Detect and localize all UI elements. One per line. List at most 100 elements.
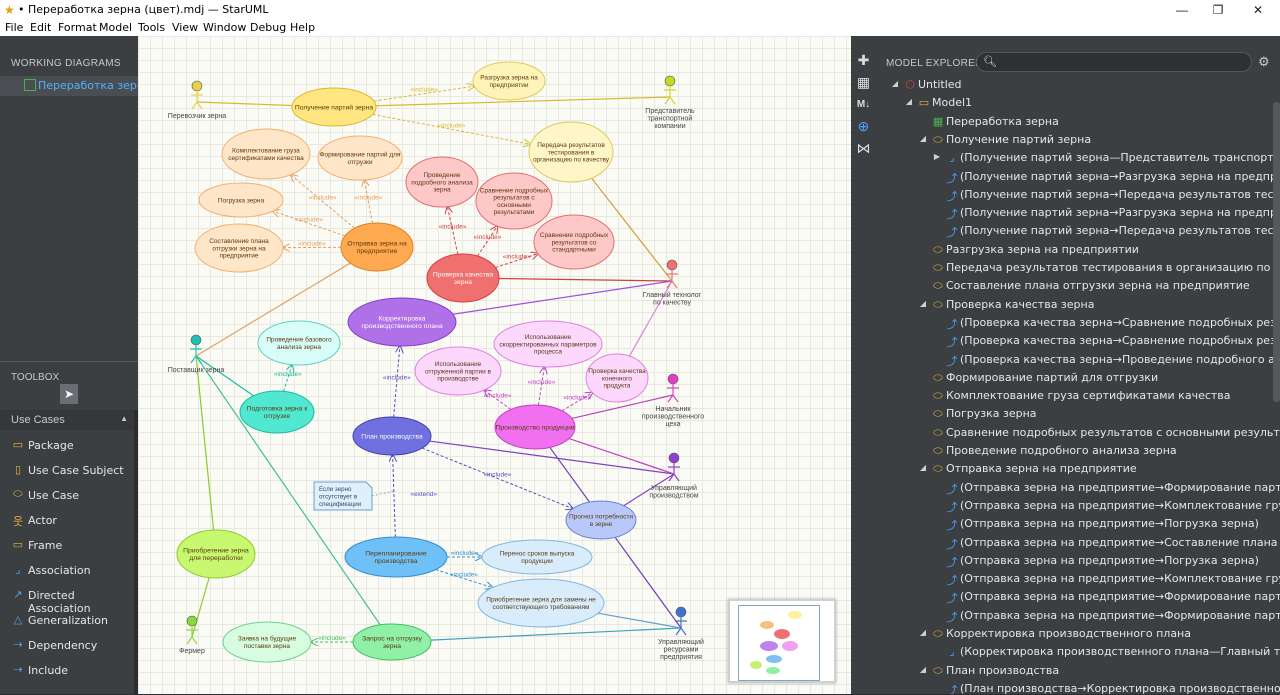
tree-toggle-icon[interactable]: ▶ bbox=[932, 152, 942, 161]
menu-help[interactable]: Help bbox=[290, 21, 315, 34]
menu-tools[interactable]: Tools bbox=[138, 21, 165, 34]
tree-item[interactable]: ⬭Комплектование груза сертификатами каче… bbox=[876, 387, 1273, 405]
tool-association[interactable]: ⌟Association bbox=[0, 559, 134, 583]
tool-usecase[interactable]: ⬭Use Case bbox=[0, 484, 134, 508]
tree-item[interactable]: ⤴(Получение партий зерна→Передача резуль… bbox=[876, 186, 1273, 204]
tool-include[interactable]: ⇢Include bbox=[0, 659, 134, 683]
tree-item[interactable]: ⤴(Проверка качества зерна→Сравнение подр… bbox=[876, 314, 1273, 332]
tree-item[interactable]: ▶⌟(Получение партий зерна—Представитель … bbox=[876, 149, 1273, 167]
tree-item[interactable]: ◢▭Model1 bbox=[876, 94, 1273, 112]
tree-item[interactable]: ⤴(План производства→Корректировка произв… bbox=[876, 680, 1273, 694]
tree-toggle-icon[interactable]: ◢ bbox=[904, 97, 914, 106]
tree-item[interactable]: ⤴(Отправка зерна на предприятие→Формиров… bbox=[876, 588, 1273, 606]
use-case[interactable]: Погрузка зерна bbox=[199, 183, 283, 217]
model-search-input[interactable]: 🔍︎ bbox=[976, 52, 1252, 72]
tool-package[interactable]: ▭Package bbox=[0, 434, 134, 458]
tree-item[interactable]: ⤴(Отправка зерна на предприятие→Составле… bbox=[876, 534, 1273, 552]
markdown-icon[interactable]: M↓ bbox=[855, 96, 872, 113]
pointer-tool-icon[interactable]: ➤ bbox=[60, 384, 78, 404]
menu-view[interactable]: View bbox=[172, 21, 198, 34]
actor[interactable]: Перевозчик зерна bbox=[168, 81, 226, 120]
maximize-button[interactable]: ❐ bbox=[1200, 0, 1236, 20]
minimize-button[interactable]: — bbox=[1164, 0, 1200, 20]
tree-toggle-icon[interactable]: ◢ bbox=[918, 299, 928, 308]
navigator-icon[interactable]: ⊕ bbox=[855, 118, 872, 135]
gear-icon[interactable]: ⚙ bbox=[1258, 54, 1270, 70]
tree-item[interactable]: ⬭Сравнение подробных результатов с основ… bbox=[876, 424, 1273, 442]
tool-subject[interactable]: ▯Use Case Subject bbox=[0, 459, 134, 483]
tool-frame[interactable]: ▭Frame bbox=[0, 534, 134, 558]
tree-item[interactable]: ⤴(Отправка зерна на предприятие→Комплект… bbox=[876, 497, 1273, 515]
tree-item[interactable]: ⤴(Получение партий зерна→Передача резуль… bbox=[876, 222, 1273, 240]
toolbox-section-use-cases[interactable]: Use Cases ▲ bbox=[0, 410, 134, 430]
diagram-canvas[interactable]: «include»«include»«include»«include»«inc… bbox=[138, 36, 851, 694]
tool-generalization[interactable]: △Generalization bbox=[0, 609, 134, 633]
use-case[interactable]: Приобретение зерна для замены несоответс… bbox=[478, 579, 604, 627]
tree-item[interactable]: ⤴(Отправка зерна на предприятие→Формиров… bbox=[876, 479, 1273, 497]
share-graph-icon[interactable]: ⋈ bbox=[855, 140, 872, 157]
actor[interactable]: Поставщик зерна bbox=[168, 335, 225, 374]
tree-item[interactable]: ⤴(Отправка зерна на предприятие→Погрузка… bbox=[876, 552, 1273, 570]
tool-directed-association[interactable]: ↗Directed Association bbox=[0, 584, 134, 608]
tree-item[interactable]: ⤴(Проверка качества зерна→Сравнение подр… bbox=[876, 332, 1273, 350]
menu-edit[interactable]: Edit bbox=[30, 21, 51, 34]
tree-item[interactable]: ⬭Проведение подробного анализа зерна bbox=[876, 442, 1273, 460]
tree-item[interactable]: ◢⬭Корректировка производственного плана bbox=[876, 625, 1273, 643]
tree-item[interactable]: ⬭Передача результатов тестирования в орг… bbox=[876, 259, 1273, 277]
tree-item[interactable]: ⤴(Отправка зерна на предприятие→Комплект… bbox=[876, 570, 1273, 588]
menu-window[interactable]: Window bbox=[203, 21, 246, 34]
tree-item[interactable]: ◢⬭Проверка качества зерна bbox=[876, 296, 1273, 314]
tree-item[interactable]: ⬭Погрузка зерна bbox=[876, 405, 1273, 423]
outline-icon[interactable]: ▦ bbox=[855, 74, 872, 91]
tree-toggle-icon[interactable]: ◢ bbox=[918, 628, 928, 637]
tree-item[interactable]: ⤴(Получение партий зерна→Разгрузка зерна… bbox=[876, 168, 1273, 186]
close-button[interactable]: ✕ bbox=[1240, 0, 1276, 20]
tree-item[interactable]: ◢⬭Отправка зерна на предприятие bbox=[876, 460, 1273, 478]
explorer-scrollbar[interactable] bbox=[1273, 102, 1280, 402]
tree-item[interactable]: ⌟(Корректировка производственного плана—… bbox=[876, 643, 1273, 661]
use-case[interactable]: План производства bbox=[353, 417, 431, 455]
tree-item[interactable]: ⤴(Проверка качества зерна→Проведение под… bbox=[876, 351, 1273, 369]
tree-item[interactable]: ▦Переработка зерна bbox=[876, 113, 1273, 131]
tree-item[interactable]: ◢⬭План производства bbox=[876, 662, 1273, 680]
actor[interactable]: Фермер bbox=[179, 616, 205, 655]
menu-debug[interactable]: Debug bbox=[250, 21, 286, 34]
working-diagram-item[interactable]: Переработка зерна bbox=[0, 76, 138, 96]
tree-item[interactable]: ◢⬡Untitled bbox=[876, 76, 1273, 94]
extensions-icon[interactable]: ✚ bbox=[855, 52, 872, 69]
tree-item[interactable]: ⬭Разгрузка зерна на предприятии bbox=[876, 241, 1273, 259]
tree-item[interactable]: ◢⬭Получение партий зерна bbox=[876, 131, 1273, 149]
menu-model[interactable]: Model bbox=[99, 21, 132, 34]
menu-format[interactable]: Format bbox=[58, 21, 97, 34]
minimap[interactable] bbox=[728, 599, 836, 683]
tool-dependency[interactable]: ⇢Dependency bbox=[0, 634, 134, 658]
